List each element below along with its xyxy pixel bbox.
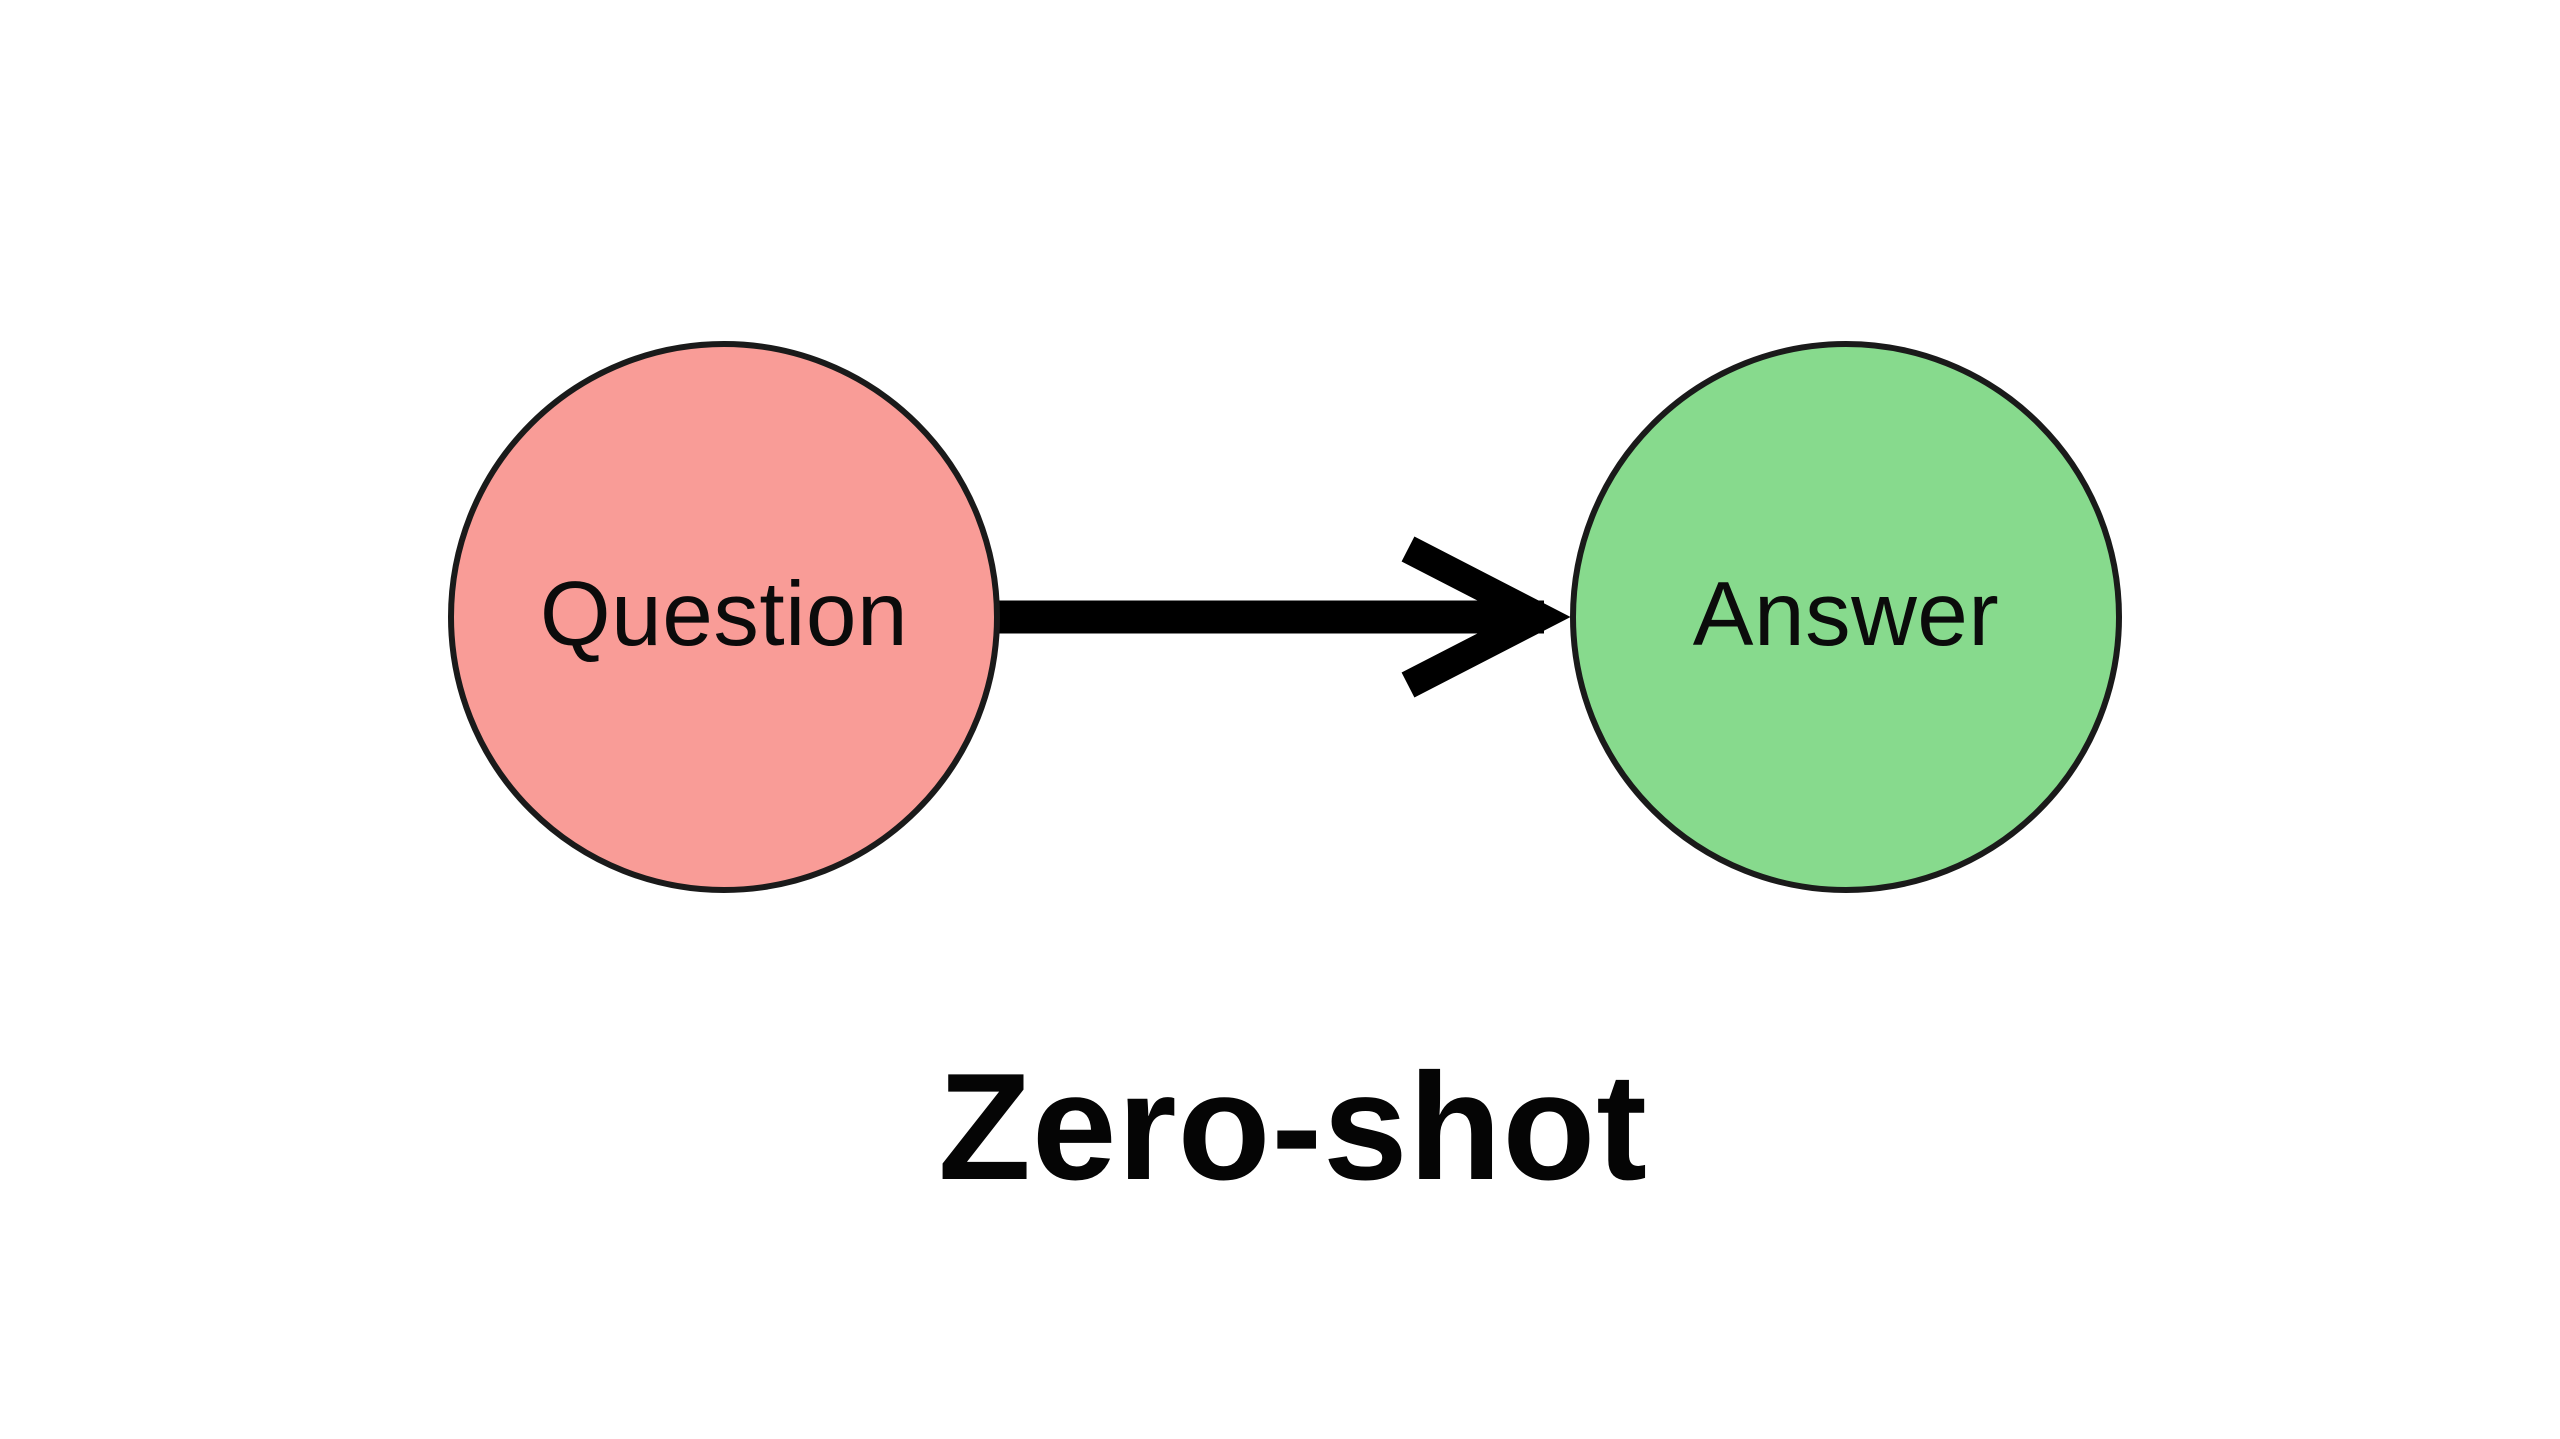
answer-label: Answer [1693, 564, 1999, 665]
question-label: Question [540, 564, 908, 665]
question-circle [448, 341, 1000, 893]
answer-circle [1570, 341, 2122, 893]
node-question: Question [448, 341, 1000, 893]
arrow-head-icon [1401, 536, 1571, 698]
edge-question-to-answer [998, 536, 1571, 698]
diagram-title: Zero-shot [938, 1042, 1648, 1212]
node-answer: Answer [1570, 341, 2122, 893]
